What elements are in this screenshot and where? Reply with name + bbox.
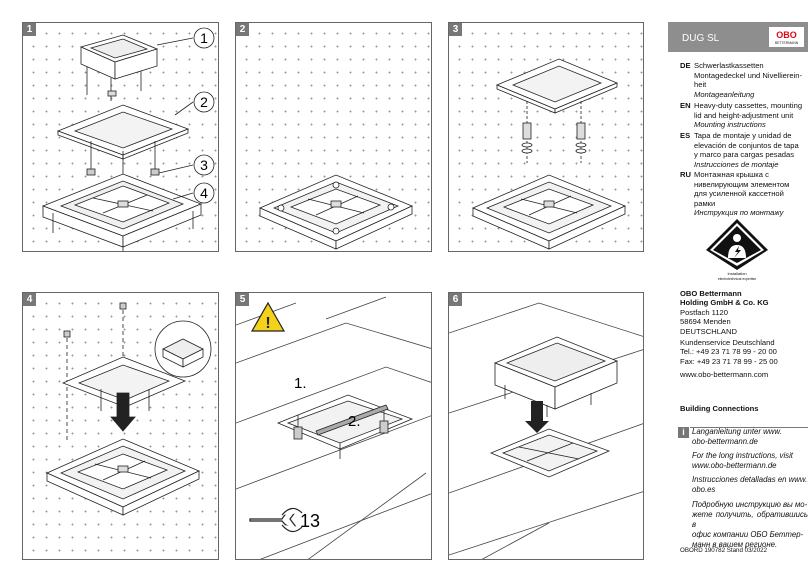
long-instructions-box: i Langanleitung unter www.obo-bettermann… bbox=[678, 420, 808, 560]
warning-icon bbox=[250, 301, 286, 332]
callout-3: 3 bbox=[200, 157, 208, 173]
wrench-icon bbox=[249, 507, 303, 533]
callout-2: 2 bbox=[200, 94, 208, 110]
mounting-lid-right bbox=[114, 48, 158, 80]
step-badge: 1 bbox=[23, 23, 36, 36]
division-label: Building Connections bbox=[680, 404, 759, 413]
company-address: OBO Bettermann Holding GmbH & Co. KG Pos… bbox=[680, 289, 769, 336]
lid-into-floor-drawing bbox=[449, 302, 643, 559]
info-ru: Подробную инструкцию вы мо-жете получить… bbox=[692, 500, 808, 549]
step-label-2: 2. bbox=[348, 413, 361, 430]
obo-logo: OBO BETTERMANN bbox=[769, 27, 804, 47]
panel-3: 3 bbox=[448, 22, 644, 252]
info-icon: i bbox=[678, 427, 689, 438]
svg-text:electrotechnical expertise: electrotechnical expertise bbox=[718, 277, 756, 281]
panel-6: 6 bbox=[448, 292, 644, 560]
wrench-size: 13 bbox=[300, 511, 321, 531]
frame-and-bolts-drawing bbox=[471, 58, 627, 250]
step-badge: 2 bbox=[236, 23, 249, 36]
lid-installation-drawing bbox=[46, 302, 212, 516]
svg-text:Installation: Installation bbox=[727, 271, 746, 276]
electrician-icon: Installation electrotechnical expertise bbox=[706, 219, 768, 281]
step-label-1: 1. bbox=[294, 375, 307, 392]
exploded-assembly-drawing: 1 2 3 4 bbox=[41, 27, 215, 251]
panel-4: 4 bbox=[22, 292, 219, 560]
svg-text:BETTERMANN: BETTERMANN bbox=[775, 41, 799, 45]
panel-5: 5 ! 1. 2. 13 bbox=[235, 292, 432, 560]
step-badge: 6 bbox=[449, 293, 462, 306]
callout-1: 1 bbox=[200, 30, 208, 46]
step-badge: 3 bbox=[449, 23, 462, 36]
step-badge: 4 bbox=[23, 293, 36, 306]
floor-tiles bbox=[236, 296, 431, 559]
company-website[interactable]: www.obo-bettermann.com bbox=[680, 370, 769, 379]
cassette-top-view-drawing bbox=[258, 174, 414, 250]
customer-service: Kundenservice Deutschland Tel.: +49 23 7… bbox=[680, 338, 778, 366]
document-footer: OBORD 190782 Stand 03/2022 bbox=[680, 547, 768, 554]
panel-2: 2 bbox=[235, 22, 432, 252]
callout-4: 4 bbox=[200, 185, 208, 201]
info-de: Langanleitung unter www.obo-bettermann.d… bbox=[692, 427, 782, 446]
step-badge: 5 bbox=[236, 293, 249, 306]
svg-text:!: ! bbox=[265, 315, 270, 332]
floor-leveling-drawing: ! bbox=[236, 296, 431, 559]
panel-1: 1 bbox=[22, 22, 219, 252]
info-es: Instrucciones detalladas en www.obo.es bbox=[692, 475, 808, 494]
svg-text:OBO: OBO bbox=[776, 30, 797, 40]
product-name: DUG SL bbox=[682, 33, 720, 44]
